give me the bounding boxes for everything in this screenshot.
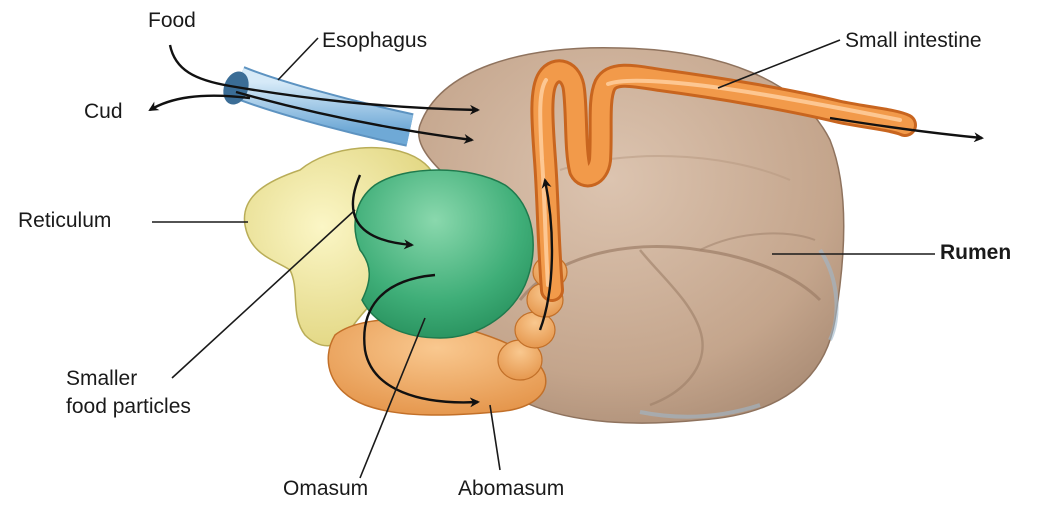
label-smaller-food-particles-line1: Smaller	[66, 366, 137, 392]
label-food: Food	[148, 8, 196, 34]
label-rumen: Rumen	[940, 240, 1011, 266]
label-cud: Cud	[84, 99, 123, 125]
label-reticulum: Reticulum	[18, 208, 111, 234]
label-small-intestine: Small intestine	[845, 28, 982, 54]
label-smaller-food-particles-line2: food particles	[66, 394, 191, 420]
label-esophagus: Esophagus	[322, 28, 427, 54]
label-omasum: Omasum	[283, 476, 368, 502]
label-abomasum: Abomasum	[458, 476, 564, 502]
